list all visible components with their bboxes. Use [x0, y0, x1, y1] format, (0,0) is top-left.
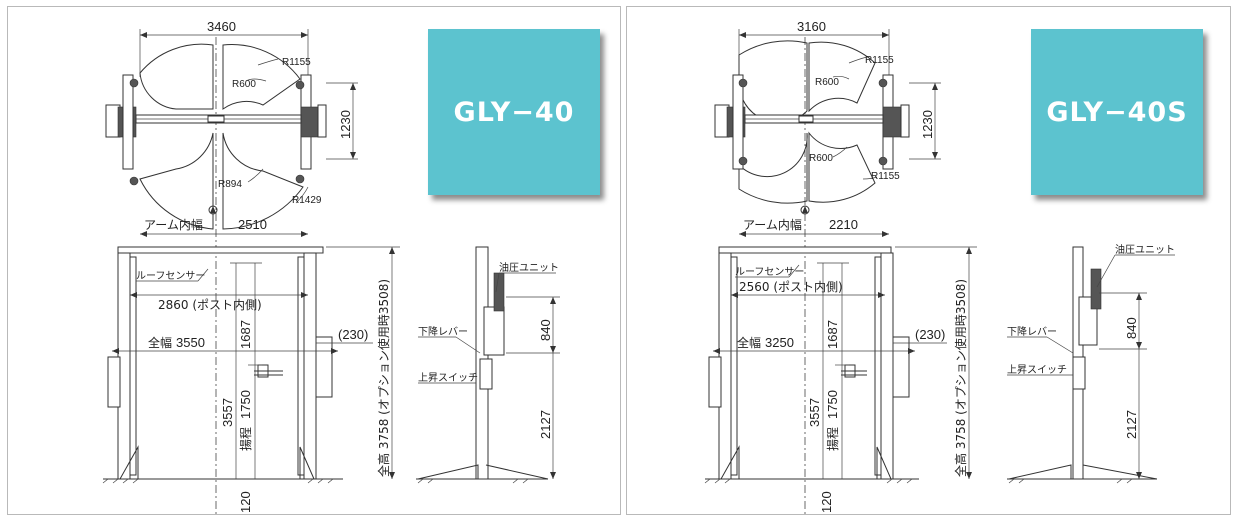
front-view: ルーフセンサー 2860 (ポスト内側) 全幅 3550 (230) [102, 246, 400, 513]
lift-drawing-gly-40: 3460 R1155 [102, 19, 560, 514]
hydraulic-unit-label: 油圧ユニット [1115, 243, 1175, 256]
lift-total-dim: 3557 [807, 398, 822, 427]
lift-drawing-gly-40s: 3160 R1155 R600 R600 [704, 19, 1175, 514]
model-tag: GLY−40 [428, 29, 600, 195]
lift-total-dim: 3557 [220, 398, 235, 427]
lift-label: 揚程 [238, 427, 253, 451]
roof-sensor-label: ルーフセンサー [136, 270, 205, 282]
arm-span-dim: 1230 [338, 110, 353, 139]
overall-width-value: 3550 [176, 335, 205, 350]
lift-label: 揚程 [825, 427, 840, 451]
overall-height-dim: 全高 3758 (オプション使用時3508) [376, 279, 391, 477]
model-tag: GLY−40S [1031, 29, 1203, 195]
arm-span-dim: 1230 [920, 110, 935, 139]
overall-width-label: 全幅 [148, 335, 172, 350]
switch-height-dim: 2127 [538, 410, 553, 439]
side-offset-dim: (230) [915, 327, 945, 342]
arm-inner-value: 2510 [238, 217, 267, 232]
radius-inner-bottom: R600 [809, 153, 833, 164]
radius-inner-top: R600 [232, 79, 256, 90]
side-view: 油圧ユニット 下降レバー 上昇スイッチ 840 2127 [416, 246, 560, 484]
top-view: 3160 R1155 R600 R600 [714, 19, 941, 514]
overall-height-dim: 全高 3758 (オプション使用時3508) [953, 279, 968, 477]
arm-inner-label: アーム内幅 [743, 217, 802, 232]
arm-inner-label: アーム内幅 [144, 217, 203, 232]
top-width-dim: 3160 [797, 19, 826, 34]
overall-width-value: 3250 [765, 335, 794, 350]
radius-outer-bottom: R1429 [292, 195, 322, 206]
bottom-dim: 120 [238, 491, 253, 513]
bottom-dim: 120 [819, 491, 834, 513]
lift-switch-label: 上昇スイッチ [418, 372, 478, 384]
overall-width-label: 全幅 [737, 335, 761, 350]
arm-inner-value: 2210 [829, 217, 858, 232]
top-width-dim: 3460 [207, 19, 236, 34]
lift-upper-dim: 1687 [825, 320, 840, 349]
lift-upper-dim: 1687 [238, 320, 253, 349]
radius-inner-top: R600 [815, 77, 839, 88]
side-view: 油圧ユニット 下降レバー 上昇スイッチ 840 2127 [1007, 243, 1175, 484]
lift-switch-label: 上昇スイッチ [1007, 364, 1067, 376]
spec-panel-gly-40: 3460 R1155 [7, 6, 621, 515]
lower-lever-label: 下降レバー [418, 325, 468, 338]
model-name: GLY−40S [1046, 97, 1188, 128]
radius-outer-top: R1155 [865, 55, 894, 66]
top-view: 3460 R1155 [105, 19, 358, 514]
lift-lower-dim: 1750 [238, 390, 253, 419]
radius-outer-bottom: R1155 [871, 171, 900, 182]
roof-sensor-label: ルーフセンサー [735, 266, 804, 278]
model-name: GLY−40 [453, 97, 575, 128]
switch-height-dim: 2127 [1124, 410, 1139, 439]
unit-height-dim: 840 [1124, 317, 1139, 339]
lower-lever-label: 下降レバー [1007, 325, 1057, 338]
post-inner-dim: 2860 (ポスト内側) [158, 298, 262, 312]
lift-lower-dim: 1750 [825, 390, 840, 419]
hydraulic-unit-label: 油圧ユニット [499, 261, 559, 274]
unit-height-dim: 840 [538, 319, 553, 341]
side-offset-dim: (230) [338, 327, 368, 342]
radius-outer-top: R1155 [282, 57, 311, 68]
post-inner-dim: 2560 (ポスト内側) [739, 280, 843, 294]
spec-panel-gly-40s: 3160 R1155 R600 R600 [626, 6, 1231, 515]
radius-inner-bottom: R894 [218, 179, 242, 190]
front-view: ルーフセンサー 2560 (ポスト内側) 全幅 3250 (230) 1687 … [704, 246, 977, 513]
